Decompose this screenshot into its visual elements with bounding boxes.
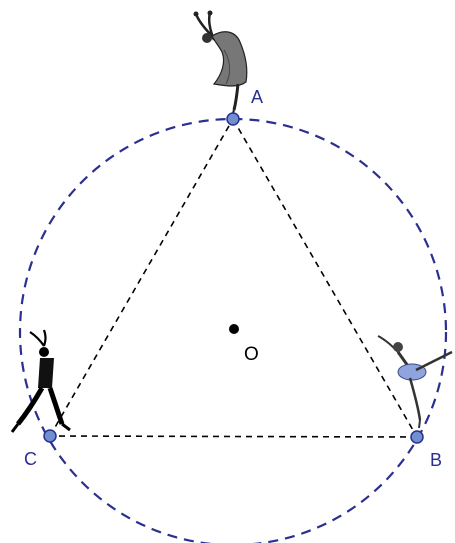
vertex-b [410,430,424,444]
label-a: A [251,87,263,107]
dancer-in-black-icon [10,329,71,433]
side-bc [49,435,418,438]
side-ca [49,118,234,437]
vertex-c [43,429,57,443]
label-o: O [244,344,259,365]
ballerina-in-tutu-icon [377,335,453,429]
triangle-abc [49,118,418,438]
vertex-a [226,112,240,126]
center-point-o [229,324,239,334]
label-b: B [430,450,442,470]
label-c: C [24,449,37,469]
dancer-in-grey-dress-icon [193,10,248,117]
side-ab [232,118,418,438]
